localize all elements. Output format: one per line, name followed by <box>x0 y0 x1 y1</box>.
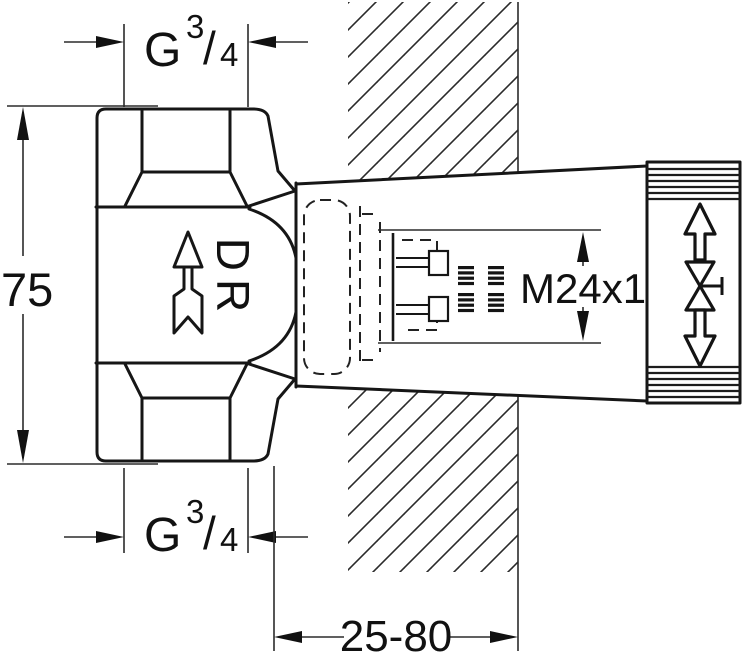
thread-bottom-g: G <box>144 509 181 562</box>
m24x1-label: M24x1 <box>520 265 646 312</box>
thread-bottom-den: 4 <box>220 521 238 558</box>
spline-teeth <box>458 266 504 313</box>
knurl-band-top <box>647 167 740 201</box>
thread-bottom-num: 3 <box>186 493 204 530</box>
body-shoulder-bottom <box>244 310 298 381</box>
wall-hatch-upper <box>348 2 518 181</box>
thread-top-den: 4 <box>220 36 238 73</box>
hex-nut-bottom-faces <box>94 361 252 463</box>
shutoff-valve-symbol-icon <box>683 202 724 368</box>
valve-bowtie-icon-lower <box>684 284 716 312</box>
dimension-depth-range: 25-80 <box>273 466 518 656</box>
connection-cone <box>294 164 649 403</box>
valve-body: DR <box>94 107 298 463</box>
wall-hatch-lower <box>348 388 518 572</box>
body-shoulder-top <box>244 189 298 260</box>
up-arrow-icon <box>683 202 717 262</box>
down-arrow-icon <box>683 308 717 368</box>
thread-top-num: 3 <box>186 8 204 45</box>
wall-section <box>348 2 519 651</box>
depth-range-label: 25-80 <box>340 612 453 656</box>
knurl-band-bottom <box>647 365 740 399</box>
thread-bottom-slash: / <box>203 507 216 559</box>
thread-top-slash: / <box>203 22 216 74</box>
hex-nut-bottom-outline <box>95 361 297 463</box>
cartridge-stem <box>378 229 601 344</box>
hex-nut-top-faces <box>94 107 252 209</box>
protection-cap <box>645 160 742 405</box>
cartridge-hidden-outline <box>303 199 438 375</box>
valve-bowtie-icon <box>684 260 716 288</box>
hex-nut-top-outline <box>95 107 297 209</box>
dimension-height-75: 75 <box>1 105 158 465</box>
dim-75-label: 75 <box>1 263 53 316</box>
dimension-cartridge-thread: M24x1 <box>520 232 646 341</box>
flow-direction-arrow-icon <box>172 230 204 335</box>
cone-top-edge <box>294 164 649 186</box>
thread-top-g: G <box>144 24 181 77</box>
cone-bottom-edge <box>294 384 649 403</box>
dimension-thread-bottom: G 3 / 4 <box>64 468 308 562</box>
dimension-thread-top: G 3 / 4 <box>64 8 308 107</box>
flow-mark-label: DR <box>207 238 259 320</box>
